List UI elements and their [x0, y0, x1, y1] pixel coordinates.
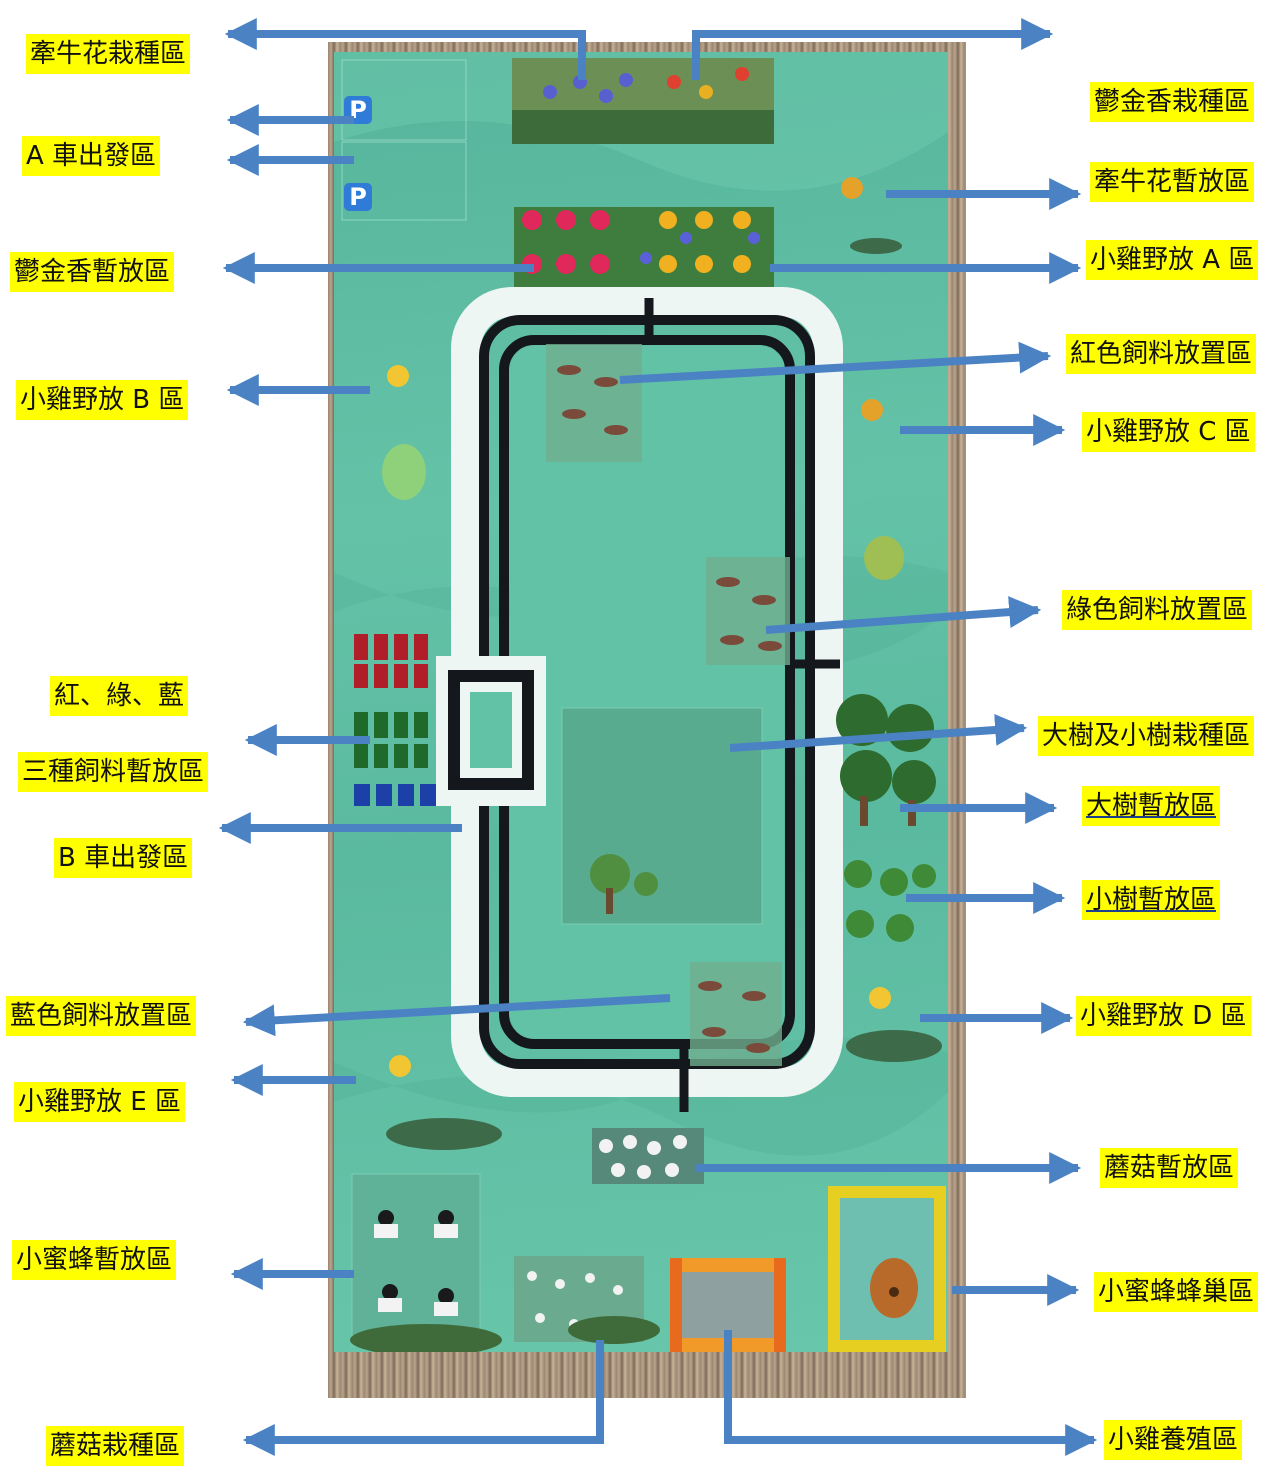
tulip-flower	[735, 67, 749, 81]
arrow-chicken-farm	[724, 1330, 1098, 1456]
start-box	[341, 141, 467, 221]
bush	[846, 1030, 942, 1062]
tree-trunk	[606, 888, 613, 914]
label-tulip-temp: 鬱金香暫放區	[10, 252, 175, 292]
start-box	[341, 59, 467, 141]
green-feed-stack	[354, 712, 428, 768]
chick-c	[861, 399, 883, 421]
morning-glory-flower	[599, 89, 613, 103]
label-chicken-farm: 小雞養殖區	[1104, 1420, 1243, 1460]
label-chick-e: 小雞野放 E 區	[14, 1082, 185, 1122]
arrow-tree-planting	[729, 713, 1028, 752]
b-start-box-inner	[470, 692, 512, 768]
arrow-green-feed	[765, 596, 1042, 634]
small-tree-temp-zone	[844, 860, 936, 942]
label-tulip-planting: 鬱金香栽種區	[1090, 82, 1255, 122]
label-car-a-start: A 車出發區	[22, 136, 161, 176]
chick-b	[387, 365, 409, 387]
parking-sign-icon: P	[344, 183, 372, 211]
arrow-blue-feed	[242, 994, 671, 1037]
label-big-tree-temp: 大樹暫放區	[1082, 786, 1221, 826]
label-beehive: 小蜜蜂蜂巢區	[1094, 1272, 1259, 1312]
label-rgb: 紅、綠、藍	[50, 676, 189, 716]
label-blue-feed: 藍色飼料放置區	[6, 996, 197, 1036]
red-feed-stack	[354, 634, 428, 688]
tulip-flower	[699, 85, 713, 99]
label-tree-planting: 大樹及小樹栽種區	[1038, 716, 1255, 756]
tree-crown	[634, 872, 658, 896]
label-chick-a: 小雞野放 A 區	[1086, 240, 1259, 280]
label-morning-glory-planting: 牽牛花栽種區	[26, 34, 191, 74]
label-chick-c: 小雞野放 C 區	[1082, 412, 1255, 452]
tree-crown	[590, 854, 630, 894]
label-morning-glory-temp: 牽牛花暫放區	[1090, 162, 1255, 202]
label-chick-b: 小雞野放 B 區	[16, 380, 189, 420]
label-mushroom-temp: 蘑菇暫放區	[1100, 1148, 1239, 1188]
label-car-b-start: B 車出發區	[54, 838, 193, 878]
blue-feed-stack	[354, 784, 436, 806]
chick-d	[869, 987, 891, 1009]
grass-strip	[512, 110, 774, 144]
bush	[350, 1324, 502, 1352]
morning-glory-flower	[619, 73, 633, 87]
board-artwork	[334, 52, 948, 1352]
label-small-tree-temp: 小樹暫放區	[1082, 880, 1221, 920]
bush	[850, 238, 902, 254]
bush	[864, 536, 904, 580]
arrow-red-feed	[619, 341, 1052, 384]
label-red-feed: 紅色飼料放置區	[1066, 334, 1257, 374]
bush	[568, 1316, 660, 1344]
label-green-feed: 綠色飼料放置區	[1062, 590, 1253, 630]
arrow-mushroom-planting	[242, 1340, 604, 1456]
tree-planting-zone	[561, 707, 763, 925]
chick-e	[389, 1055, 411, 1077]
label-bee-temp: 小蜜蜂暫放區	[12, 1240, 177, 1280]
bush	[382, 444, 426, 500]
arrow-morning-glory-planting	[224, 18, 586, 80]
label-three-feed-temp: 三種飼料暫放區	[18, 752, 209, 792]
tulip-flower	[667, 75, 681, 89]
bee-temp-zone	[351, 1173, 481, 1347]
bush	[386, 1118, 502, 1150]
red-feed-zone	[546, 344, 642, 462]
morning-glory-flower	[543, 85, 557, 99]
arrow-tulip-planting	[692, 18, 1054, 80]
chick-a	[841, 177, 863, 199]
label-chick-d: 小雞野放 D 區	[1076, 996, 1251, 1036]
label-mushroom-planting: 蘑菇栽種區	[46, 1426, 185, 1466]
